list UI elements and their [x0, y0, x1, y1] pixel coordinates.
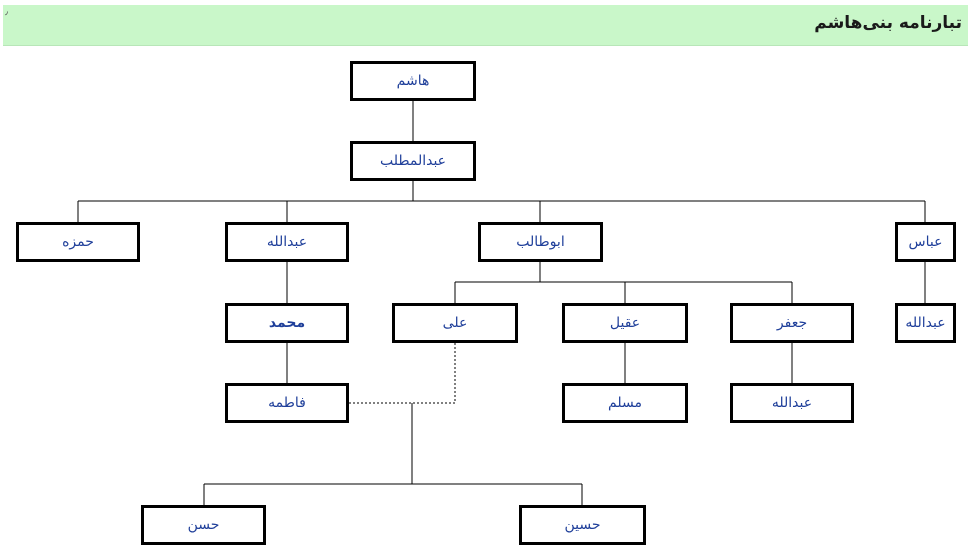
node-husayn-label: حسین	[564, 517, 601, 533]
node-abbas[interactable]: عباس	[895, 222, 956, 262]
node-abdullah-father-label: عبدالله	[266, 234, 308, 250]
node-ali-label: علی	[442, 315, 468, 331]
node-hamza[interactable]: حمزه	[16, 222, 140, 262]
node-muslim-label: مسلم	[608, 395, 642, 411]
edge-marriage-ali-fatima	[349, 343, 456, 404]
node-jafar[interactable]: جعفر	[730, 303, 854, 343]
corner-mark: ٫	[5, 7, 8, 17]
node-abdullah-son-of-jafar[interactable]: عبدالله	[730, 383, 854, 423]
node-husayn[interactable]: حسین	[519, 505, 646, 545]
node-abutalib[interactable]: ابوطالب	[478, 222, 603, 262]
node-hashim[interactable]: هاشم	[350, 61, 476, 101]
node-abdulmuttalib-label: عبدالمطلب	[379, 153, 447, 169]
node-hamza-label: حمزه	[62, 234, 94, 250]
node-hasan[interactable]: حسن	[141, 505, 266, 545]
node-abdulmuttalib[interactable]: عبدالمطلب	[350, 141, 476, 181]
node-abdullah-father[interactable]: عبدالله	[225, 222, 349, 262]
node-abdullah-son-of-abbas-label: عبدالله	[905, 315, 946, 331]
node-jafar-label: جعفر	[776, 315, 808, 331]
node-muhammad-label: محمد	[268, 315, 306, 331]
node-aqil[interactable]: عقیل	[562, 303, 688, 343]
page-header: ٫ تبارنامه بنی‌هاشم	[3, 5, 968, 46]
node-abdullah-son-of-abbas[interactable]: عبدالله	[895, 303, 956, 343]
node-abutalib-label: ابوطالب	[516, 234, 565, 250]
node-abdullah-son-of-jafar-label: عبدالله	[771, 395, 813, 411]
node-fatima-label: فاطمه	[268, 395, 306, 411]
node-ali[interactable]: علی	[392, 303, 518, 343]
node-aqil-label: عقیل	[609, 315, 641, 331]
node-hasan-label: حسن	[187, 517, 220, 533]
node-muhammad[interactable]: محمد	[225, 303, 349, 343]
node-muslim[interactable]: مسلم	[562, 383, 688, 423]
node-abbas-label: عباس	[908, 234, 943, 250]
page-title: تبارنامه بنی‌هاشم	[814, 13, 962, 33]
node-fatima[interactable]: فاطمه	[225, 383, 349, 423]
node-hashim-label: هاشم	[396, 73, 430, 89]
